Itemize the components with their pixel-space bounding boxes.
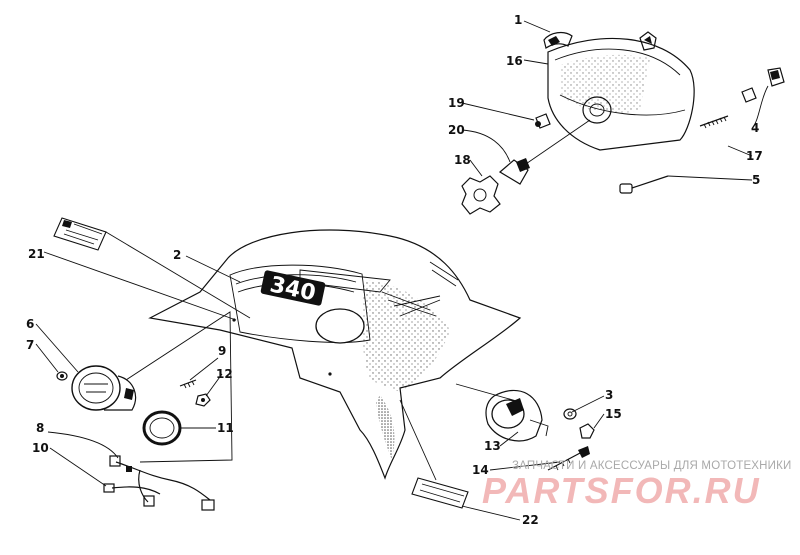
callout-20: 20 (448, 123, 465, 137)
callout-labels: 1 16 19 20 18 4 17 5 21 2 6 7 9 12 11 8 … (26, 13, 763, 527)
housing-clip (543, 31, 573, 49)
callout-17: 17 (746, 149, 763, 163)
watermark-tagline: ЗАПЧАСТИ И АКСЕССУАРЫ ДЛЯ МОТОТЕХНИКИ (512, 460, 792, 472)
callout-14: 14 (472, 463, 489, 477)
callout-2: 2 (173, 248, 181, 262)
callout-12: 12 (216, 367, 233, 381)
gauge-bulb (56, 371, 68, 381)
nut (195, 393, 211, 407)
wiring-harness (103, 455, 215, 511)
callout-7: 7 (26, 338, 34, 352)
small-screw (179, 379, 197, 389)
decal-caution-right (411, 477, 469, 509)
gauge (71, 365, 137, 411)
callout-15: 15 (605, 407, 622, 421)
washer (563, 408, 577, 420)
callout-16: 16 (506, 54, 523, 68)
decal-caution-left (53, 217, 107, 251)
long-screw (699, 115, 729, 129)
callout-22: 22 (522, 513, 539, 527)
tail-light (485, 390, 549, 442)
callout-1: 1 (514, 13, 522, 27)
callout-18: 18 (454, 153, 471, 167)
callout-10: 10 (32, 441, 49, 455)
callout-4: 4 (751, 121, 759, 135)
headlight-housing (547, 37, 695, 151)
callout-3: 3 (605, 388, 613, 402)
leader-lines (35, 20, 769, 521)
bulb-socket (498, 119, 591, 185)
tail-bolt (547, 446, 590, 471)
hood-cowl (148, 229, 522, 480)
retaining-ring (461, 175, 501, 215)
mount-bracket (741, 67, 785, 103)
callout-6: 6 (26, 317, 34, 331)
model-badge-text: 340 (268, 272, 318, 306)
callout-13: 13 (484, 439, 501, 453)
callout-5: 5 (752, 173, 760, 187)
tail-nut (579, 423, 595, 439)
callout-19: 19 (448, 96, 465, 110)
callout-21: 21 (28, 247, 45, 261)
adjuster-knob (639, 31, 657, 51)
bulb (535, 113, 551, 129)
gauge-bezel-ring (142, 410, 182, 446)
callout-9: 9 (218, 344, 226, 358)
callout-8: 8 (36, 421, 44, 435)
callout-11: 11 (217, 421, 234, 435)
bolt (619, 175, 669, 194)
watermark-brand: PARTSFOR.RU (482, 470, 761, 511)
